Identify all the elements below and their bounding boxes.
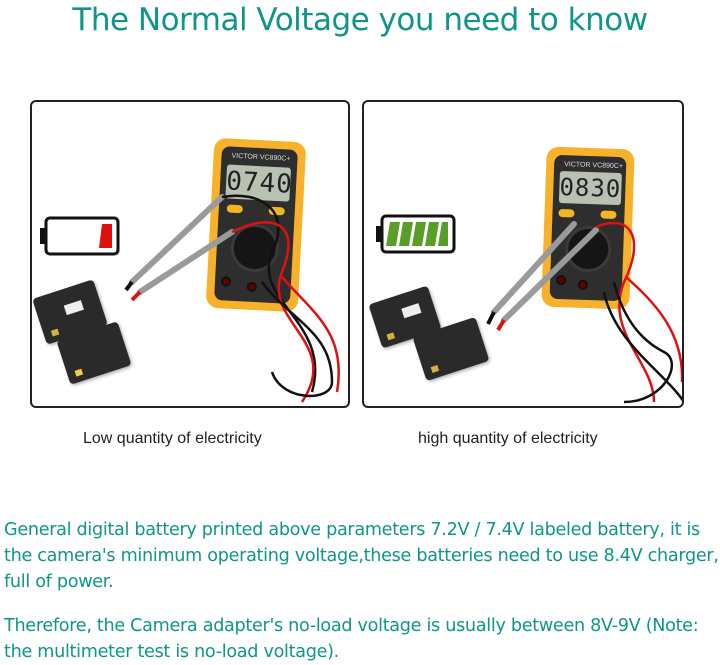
- battery-low-icon: [40, 216, 120, 256]
- description-paragraph-2: Therefore, the Camera adapter's no-load …: [4, 616, 699, 662]
- high-charge-photo-panel: VICTOR VC890C+ 0830: [362, 100, 684, 408]
- low-charge-caption: Low quantity of electricity: [83, 430, 262, 447]
- test-leads: [124, 194, 340, 403]
- low-charge-photo-panel: VICTOR VC890C+ 0740: [30, 100, 350, 408]
- page-title: The Normal Voltage you need to know: [72, 2, 648, 38]
- high-charge-caption: high quantity of electricity: [418, 430, 598, 447]
- description-paragraph-1: General digital battery printed above pa…: [4, 520, 719, 592]
- battery-full-icon: [376, 214, 456, 254]
- test-leads: [486, 221, 682, 404]
